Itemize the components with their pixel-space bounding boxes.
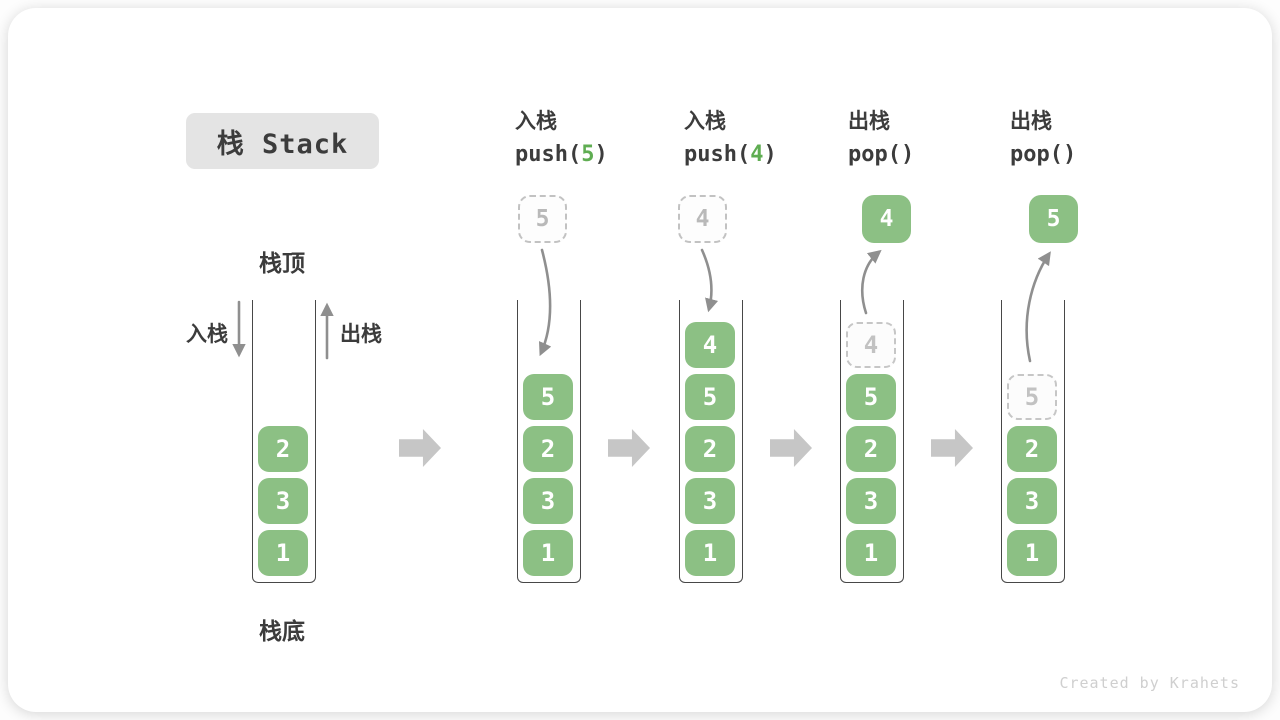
stack-top-label: 栈顶 — [259, 251, 305, 277]
stack-block-3: 3 — [1007, 478, 1057, 524]
code-suffix: ) — [1062, 142, 1077, 167]
stack-block-3: 3 — [685, 478, 735, 524]
operation-name: 入栈 — [515, 109, 557, 133]
code-prefix: push( — [684, 142, 751, 167]
stack-block-3: 3 — [846, 478, 896, 524]
stack-block-1: 1 — [523, 530, 573, 576]
floating-element-5: 5 — [518, 195, 567, 243]
stack-block-3: 3 — [523, 478, 573, 524]
operation-code: push(5) — [515, 142, 675, 168]
stack-bottom-label: 栈底 — [259, 619, 305, 645]
operation-name: 出栈 — [848, 109, 890, 133]
operation-code: push(4) — [684, 142, 844, 168]
ghost-block-5: 5 — [1007, 374, 1057, 420]
operation-label-pop-2: 出栈 pop() — [1010, 108, 1170, 168]
stack-after-pop-5: 5 2 3 1 — [1001, 300, 1065, 583]
stack-after-push-4: 4 5 2 3 1 — [679, 300, 743, 583]
stack-after-pop-4: 4 5 2 3 1 — [840, 300, 904, 583]
title-badge: 栈 Stack — [186, 113, 379, 169]
pop-direction-label: 出栈 — [340, 322, 382, 346]
stack-block-3: 3 — [258, 478, 308, 524]
operation-name: 出栈 — [1010, 109, 1052, 133]
watermark: Created by Krahets — [1059, 674, 1240, 692]
code-prefix: pop( — [1010, 142, 1063, 167]
stack-after-push-5: 5 2 3 1 — [517, 300, 581, 583]
operation-code: pop() — [1010, 142, 1170, 168]
stack-block-1: 1 — [846, 530, 896, 576]
operation-label-push-5: 入栈 push(5) — [515, 108, 675, 168]
stack-block-5: 5 — [523, 374, 573, 420]
stack-block-5: 5 — [685, 374, 735, 420]
code-prefix: push( — [515, 142, 582, 167]
push-direction-label: 入栈 — [186, 322, 228, 346]
operation-name: 入栈 — [684, 109, 726, 133]
stack-block-5: 5 — [846, 374, 896, 420]
stack-block-4: 4 — [685, 322, 735, 368]
stack-block-1: 1 — [1007, 530, 1057, 576]
stack-block-2: 2 — [523, 426, 573, 472]
page-title: 栈 Stack — [216, 128, 349, 160]
code-suffix: ) — [900, 142, 915, 167]
floating-element-5: 5 — [1029, 195, 1078, 243]
stack-block-2: 2 — [258, 426, 308, 472]
code-suffix: ) — [763, 142, 777, 167]
code-arg: 5 — [581, 142, 595, 167]
stack-block-2: 2 — [685, 426, 735, 472]
operation-label-pop-1: 出栈 pop() — [848, 108, 1008, 168]
stack-block-2: 2 — [846, 426, 896, 472]
operation-code: pop() — [848, 142, 1008, 168]
floating-element-4: 4 — [862, 195, 911, 243]
stack-initial: 2 3 1 — [252, 300, 316, 583]
code-suffix: ) — [594, 142, 608, 167]
stack-block-2: 2 — [1007, 426, 1057, 472]
operation-label-push-4: 入栈 push(4) — [684, 108, 844, 168]
stack-block-1: 1 — [685, 530, 735, 576]
floating-element-4: 4 — [678, 195, 727, 243]
ghost-block-4: 4 — [846, 322, 896, 368]
code-arg: 4 — [750, 142, 764, 167]
stack-block-1: 1 — [258, 530, 308, 576]
code-prefix: pop( — [848, 142, 901, 167]
